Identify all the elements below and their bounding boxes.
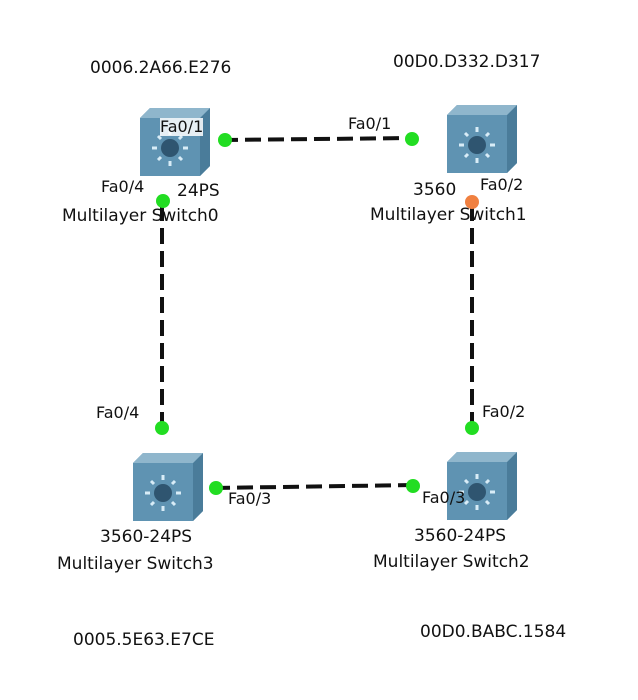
port-label: Fa0/1 [160,117,204,136]
port-status-up [209,481,223,495]
device-model-switch3: 3560-24PS [100,527,193,547]
port-label: Fa0/3 [228,489,272,508]
port-status-up [218,133,232,147]
port-label: Fa0/2 [480,175,524,194]
device-name-switch1: Multilayer Switch1 [370,205,527,225]
device-model-switch0: 24PS [177,181,220,201]
port-status-up [156,194,170,208]
port-label: Fa0/4 [96,403,140,422]
port-label: Fa0/3 [422,488,466,507]
port-status-up [405,132,419,146]
link-sw2-sw3[interactable] [213,483,415,490]
device-name-switch0: Multilayer Switch0 [62,206,219,226]
mac-address-switch1: 00D0.D332.D317 [393,52,541,72]
mac-address-switch0: 0006.2A66.E276 [90,58,232,78]
multilayer-switch-icon[interactable] [447,452,517,520]
port-label: Fa0/2 [482,402,526,421]
device-model-switch2: 3560-24PS [414,526,507,546]
mac-address-switch2: 00D0.BABC.1584 [420,622,567,642]
port-status-up [406,479,420,493]
port-status-blocking [465,195,479,209]
device-model-switch1: 3560 [413,180,457,200]
link-sw0-sw1[interactable] [221,136,417,142]
device-name-switch2: Multilayer Switch2 [373,552,530,572]
port-status-up [155,421,169,435]
multilayer-switch-icon[interactable] [133,453,203,521]
port-label: Fa0/4 [101,177,145,196]
multilayer-switch-icon[interactable] [447,105,517,173]
port-status-up [465,421,479,435]
port-label: Fa0/1 [348,114,392,133]
device-name-switch3: Multilayer Switch3 [57,554,214,574]
mac-address-switch3: 0005.5E63.E7CE [73,630,215,650]
